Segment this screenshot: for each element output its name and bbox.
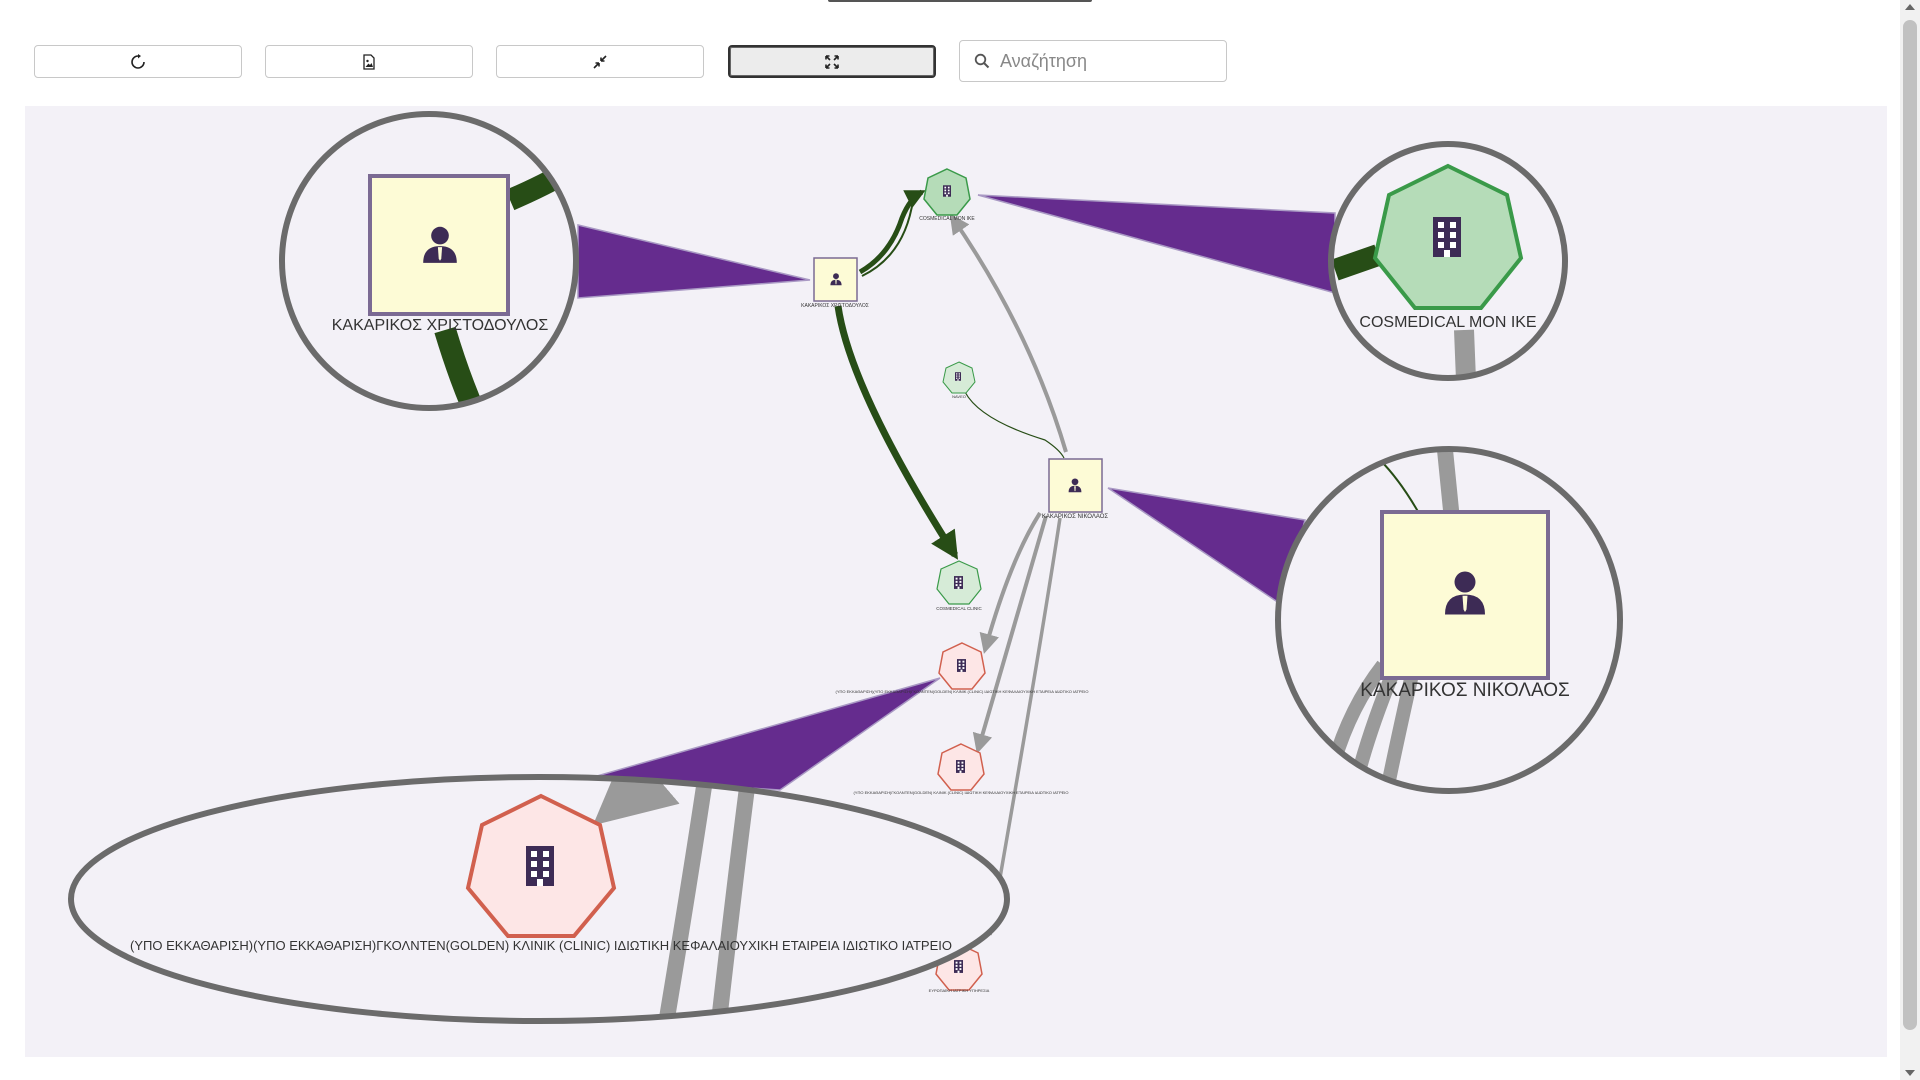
search-box[interactable]	[959, 40, 1227, 82]
edge-christodoulos-clinic	[834, 305, 959, 560]
magnifier-pointer-2	[977, 194, 1336, 294]
vertical-scrollbar[interactable]	[1900, 0, 1920, 1080]
export-image-button[interactable]	[265, 45, 473, 78]
magnifier-christodoulos[interactable]: ΚΑΚΑΡΙΚΟΣ ΧΡΙΣΤΟΔΟΥΛΟΣ	[279, 111, 579, 420]
scroll-up-arrow-icon[interactable]	[1905, 4, 1915, 10]
node-label-small: ΚΑΚΑΡΙΚΟΣ ΧΡΙΣΤΟΔΟΥΛΟΣ	[801, 303, 869, 309]
search-input[interactable]	[998, 49, 1202, 73]
node-label-small: ΕΥΡΩΠΑΪΚΗ ΙΑΤΡΙΚΗ ΥΠΗΡΕΣΙΑ	[929, 988, 990, 993]
node-kakarikos-nikolaos-small[interactable]: ΚΑΚΑΡΙΚΟΣ ΝΙΚΟΛΑΟΣ	[1042, 458, 1108, 520]
node-label-small: NAVEO	[952, 394, 966, 399]
collapse-button[interactable]	[496, 45, 704, 78]
node-kakarikos-christodoulos-small[interactable]: ΚΑΚΑΡΙΚΟΣ ΧΡΙΣΤΟΔΟΥΛΟΣ	[801, 257, 869, 309]
edge-nikolaos-golden2	[972, 515, 1048, 754]
scroll-down-arrow-icon[interactable]	[1905, 1070, 1915, 1076]
fullscreen-button[interactable]	[728, 45, 936, 78]
node-label-small: COSMEDICAL CLINIC	[936, 606, 982, 611]
refresh-button[interactable]	[34, 45, 242, 78]
refresh-icon	[131, 53, 145, 69]
magnifier-pointer-1	[577, 224, 811, 299]
magnifier-pointer-3	[1107, 487, 1306, 607]
edge-christodoulos-cosmedical	[858, 189, 926, 275]
magnifier-golden-clinic[interactable]: (ΥΠΟ ΕΚΚΑΘΑΡΙΣΗ)(ΥΠΟ ΕΚΚΑΘΑΡΙΣΗ)ΓΚΟΛΝΤΕΝ…	[68, 774, 1010, 1030]
search-icon	[974, 53, 990, 69]
top-handle	[828, 0, 1092, 2]
expand-icon	[825, 54, 839, 69]
node-golden-clinic-2-small[interactable]: (ΥΠΟ ΕΚΚΑΘΑΡΙΣΗ)ΓΚΟΛΝΤΕΝ(GOLDEN) ΚΛΙΝΙΚ …	[853, 743, 1069, 795]
magnifier-nikolaos[interactable]: ΚΑΚΑΡΙΚΟΣ ΝΙΚΟΛΑΟΣ	[1275, 446, 1623, 800]
node-label-small: (ΥΠΟ ΕΚΚΑΘΑΡΙΣΗ)ΓΚΟΛΝΤΕΝ(GOLDEN) ΚΛΙΝΙΚ …	[853, 790, 1068, 795]
magnifier-pointer-4	[589, 677, 941, 791]
node-cosmedical-clinic-small[interactable]: COSMEDICAL CLINIC	[936, 560, 983, 611]
node-small-company[interactable]: NAVEO	[942, 361, 976, 399]
node-golden-clinic-small[interactable]: (ΥΠΟ ΕΚΚΑΘΑΡΙΣΗ)(ΥΠΟ ΕΚΚΑΘΑΡΙΣΗ)ΓΚΟΛΝΤΕΝ…	[836, 642, 1089, 694]
node-label-small: (ΥΠΟ ΕΚΚΑΘΑΡΙΣΗ)(ΥΠΟ ΕΚΚΑΘΑΡΙΣΗ)ΓΚΟΛΝΤΕΝ…	[836, 689, 1089, 694]
edge-nikolaos-golden1	[979, 511, 1042, 654]
scrollbar-thumb[interactable]	[1903, 20, 1917, 1030]
node-label-small: ΚΑΚΑΡΙΚΟΣ ΝΙΚΟΛΑΟΣ	[1042, 514, 1108, 520]
toolbar	[0, 0, 1900, 100]
edge-nikolaos-cosmedical	[949, 213, 1068, 453]
compress-icon	[593, 54, 607, 69]
magnified-label-nikolaos: ΚΑΚΑΡΙΚΟΣ ΝΙΚΟΛΑΟΣ	[1360, 680, 1570, 701]
magnified-label-golden-clinic: (ΥΠΟ ΕΚΚΑΘΑΡΙΣΗ)(ΥΠΟ ΕΚΚΑΘΑΡΙΣΗ)ΓΚΟΛΝΤΕΝ…	[130, 938, 952, 953]
node-cosmedical-mon-ike-small[interactable]: COSMEDICAL MON IKE	[919, 168, 975, 222]
image-file-icon	[363, 53, 375, 70]
node-label-small: COSMEDICAL MON IKE	[919, 216, 975, 222]
magnifier-cosmedical[interactable]: COSMEDICAL MON IKE	[1328, 141, 1568, 381]
edge-christodoulos-cosmedical-2	[861, 199, 914, 277]
magnified-label-cosmedical: COSMEDICAL MON IKE	[1359, 314, 1536, 331]
edge-nikolaos-bottom	[988, 517, 1062, 936]
edge-small-nikolaos	[964, 391, 1065, 459]
magnified-label-christodoulos: ΚΑΚΑΡΙΚΟΣ ΧΡΙΣΤΟΔΟΥΛΟΣ	[332, 317, 549, 334]
